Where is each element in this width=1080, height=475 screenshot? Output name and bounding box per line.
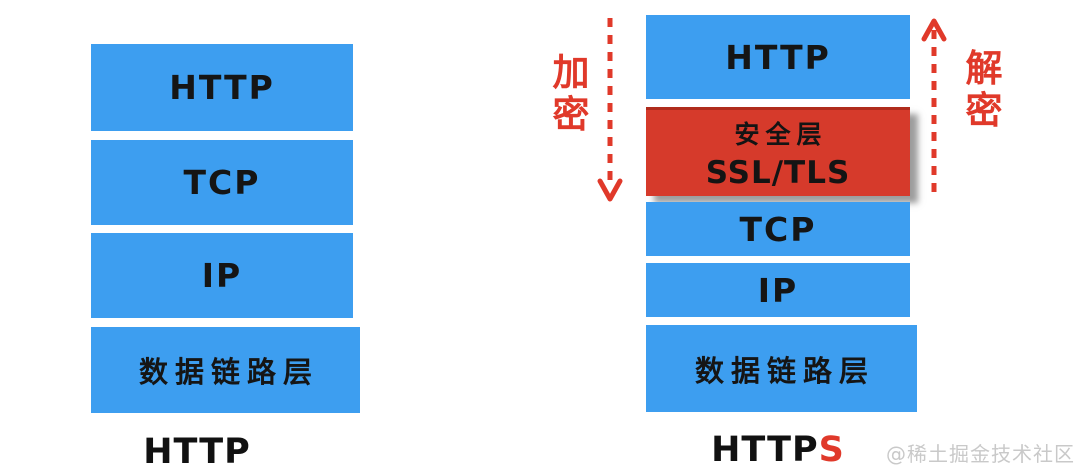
right-stack-caption: HTTPS [646,430,910,470]
encrypt-arrow-down-icon [597,18,623,202]
left-stack-layer-ip: IP [91,233,353,318]
left-stack-layer-datalink: 数据链路层 [91,327,360,413]
caption-https-red-s: S [818,430,845,470]
right-stack-security-layer: 安全层 SSL/TLS [646,107,910,196]
left-stack-caption: HTTP [143,432,251,472]
right-stack-layer-tcp: TCP [646,202,910,256]
left-stack-layer-http: HTTP [91,44,353,131]
right-stack-layer-ip: IP [646,263,910,317]
decrypt-label: 解密 [965,47,1003,132]
left-stack-layer-tcp: TCP [91,140,353,225]
right-stack-layer-datalink: 数据链路层 [646,325,917,412]
caption-https-black: HTTP [711,430,819,470]
right-stack-layer-http: HTTP [646,15,910,99]
security-layer-title: 安全层 [734,120,828,149]
watermark: @稀土掘金技术社区 [886,442,1075,466]
encrypt-label: 加密 [552,51,590,136]
decrypt-arrow-up-icon [921,18,947,200]
security-layer-protocol: SSL/TLS [705,155,851,191]
